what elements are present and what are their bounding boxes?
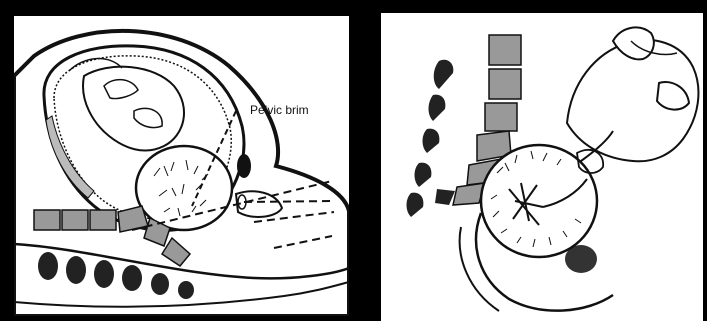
pelvis-engagement-drawing xyxy=(381,13,703,321)
sagittal-section-drawing: Pelvic brim xyxy=(14,16,349,316)
symphysis-pubis xyxy=(237,154,251,178)
fetal-head xyxy=(481,145,597,257)
fetal-body xyxy=(83,67,184,151)
pelvic-inner-outline xyxy=(460,227,499,311)
pelvic-brim-label: Pelvic brim xyxy=(250,103,309,117)
placenta xyxy=(46,116,94,198)
right-illustration-panel xyxy=(381,13,703,321)
left-illustration-panel: Pelvic brim xyxy=(14,16,349,316)
posterior-vertebral-elements xyxy=(407,60,456,217)
